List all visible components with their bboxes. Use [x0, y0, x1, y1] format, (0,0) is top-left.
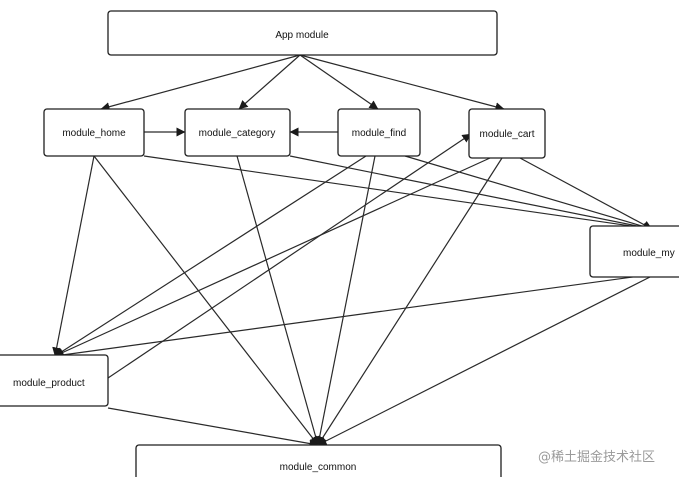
node-module-my-label: module_my — [623, 248, 675, 259]
edge-arrow-line — [317, 157, 503, 446]
node-app-module[interactable]: App module — [107, 10, 498, 56]
edge-category-to-my — [289, 155, 653, 232]
edge-arrow-line — [299, 54, 505, 112]
edge-cart-to-product — [54, 157, 491, 357]
edge-product-to-common — [107, 407, 319, 448]
node-module-category-label: module_category — [199, 128, 276, 139]
edge-arrow-line — [315, 155, 376, 446]
node-module-product-label: module_product — [13, 378, 85, 389]
edge-arrow-line — [93, 155, 319, 446]
edge-arrow-line — [54, 157, 491, 357]
edge-arrow-line — [54, 275, 641, 360]
edge-arrow-line — [107, 407, 319, 448]
edge-arrow-line — [54, 155, 367, 357]
node-module-category[interactable]: module_category — [184, 108, 291, 157]
node-module-common-label: module_common — [280, 462, 357, 473]
node-app-module-label: App module — [275, 30, 329, 41]
edge-arrow-line — [100, 54, 301, 112]
edge-find-to-my — [404, 155, 653, 231]
watermark-text: @稀土掘金技术社区 — [538, 450, 656, 465]
edge-home-to-product — [52, 155, 95, 357]
edge-arrow-line — [143, 155, 653, 233]
edge-find-to-product — [54, 155, 367, 357]
node-module-find[interactable]: module_find — [337, 108, 421, 157]
edge-home-to-my — [143, 155, 653, 233]
edge-arrow-line — [289, 155, 653, 232]
edge-arrow-line — [236, 155, 321, 446]
edge-app-to-category — [238, 54, 301, 110]
node-module-cart-label: module_cart — [479, 129, 534, 140]
node-module-cart[interactable]: module_cart — [468, 108, 546, 159]
edge-app-to-cart — [299, 54, 505, 112]
edge-cart-to-my — [519, 157, 653, 230]
edge-arrow-line — [238, 54, 301, 110]
node-module-home-label: module_home — [62, 128, 126, 139]
edges-layer — [52, 54, 653, 448]
edge-arrow-line — [404, 155, 653, 231]
node-module-home[interactable]: module_home — [43, 108, 145, 157]
edge-my-to-product — [54, 275, 641, 360]
edge-product-to-cart — [107, 133, 472, 379]
edge-arrow-line — [107, 133, 472, 379]
edge-app-to-find — [299, 54, 379, 110]
node-module-find-label: module_find — [352, 128, 406, 139]
edge-arrow-line — [519, 157, 653, 230]
edge-find-to-common — [315, 155, 376, 446]
edge-arrow-line — [52, 155, 95, 357]
edge-category-to-common — [236, 155, 321, 446]
node-module-product[interactable]: module_product — [0, 354, 109, 407]
edge-arrow-line — [299, 54, 379, 110]
edge-home-to-common — [93, 155, 319, 446]
node-module-common[interactable]: module_common — [135, 444, 502, 477]
edge-my-to-common — [317, 276, 651, 446]
edge-cart-to-common — [317, 157, 503, 446]
edge-arrow-line — [317, 276, 651, 446]
edge-app-to-home — [100, 54, 301, 112]
node-module-my[interactable]: module_my — [589, 225, 679, 278]
